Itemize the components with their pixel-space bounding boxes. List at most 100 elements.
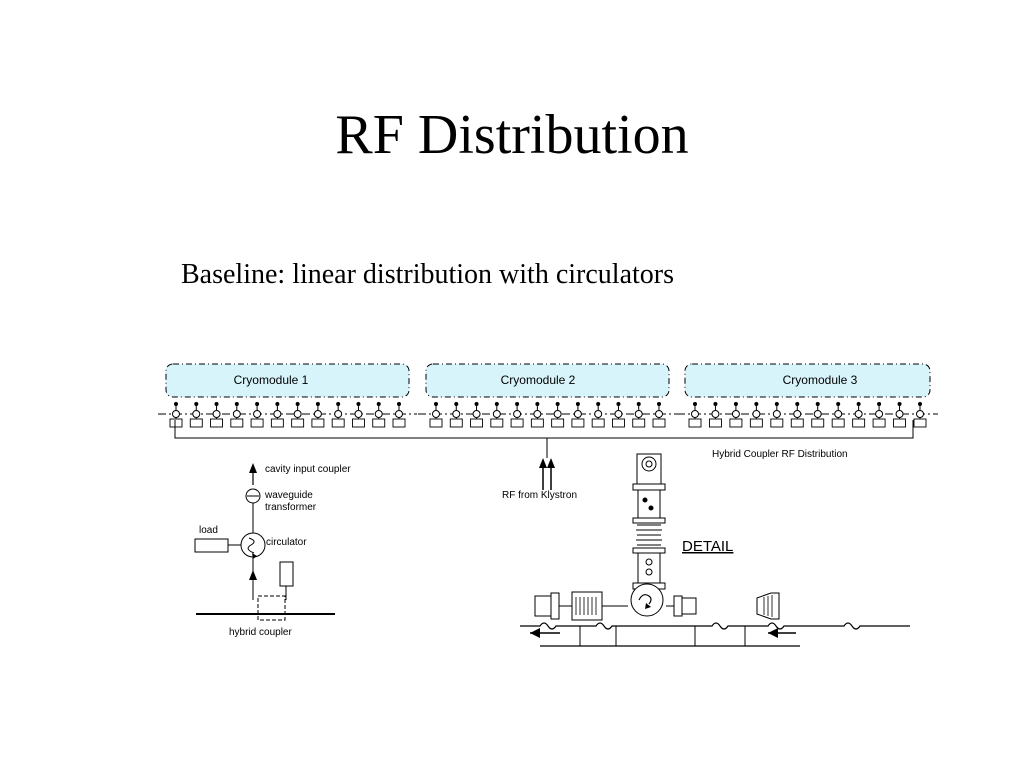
load-icon — [194, 538, 229, 553]
cavity-coupler-dot — [616, 402, 621, 406]
cavity-coupler-dot — [315, 402, 320, 406]
cavity-coupler-dot — [434, 402, 438, 406]
circulator-node — [334, 410, 343, 418]
circulator-node — [813, 410, 822, 418]
hybrid-load — [852, 418, 866, 428]
circulator-node — [313, 410, 322, 418]
cavity-coupler-dot — [194, 402, 199, 406]
cavity-coupler-dot — [856, 402, 861, 406]
circulator-node — [273, 410, 282, 418]
circulator-node — [711, 410, 720, 418]
klystron-label: RF from Klystron — [502, 490, 577, 501]
circulator-node — [293, 410, 302, 418]
hybrid-coupler-icon — [257, 595, 286, 621]
hybrid-load — [652, 418, 666, 428]
circulator-node — [374, 410, 383, 418]
circulator-node — [854, 410, 863, 418]
hybrid-load — [429, 418, 443, 428]
hybrid-load — [872, 418, 886, 428]
cavity-coupler-dot — [754, 402, 759, 406]
circulator-node — [772, 410, 781, 418]
hybrid-load — [709, 418, 722, 428]
circulator-node — [614, 410, 623, 418]
hybrid-load — [169, 418, 183, 428]
cryomodule-2-label: Cryomodule 2 — [501, 373, 576, 387]
cavity-coupler-dot — [693, 402, 697, 406]
hybrid-load — [688, 418, 702, 428]
hybrid-load — [311, 418, 325, 428]
hybrid-load — [729, 418, 743, 428]
circulator-node — [533, 410, 542, 418]
circulator-node — [573, 410, 582, 418]
hybrid-load — [230, 418, 244, 428]
cavity-coupler-dot — [214, 402, 219, 406]
hybrid-load — [250, 418, 264, 428]
cavity-coupler-dot — [234, 402, 239, 406]
cavity-coupler-dot — [877, 402, 882, 406]
slide-title: RF Distribution — [335, 104, 689, 166]
circulator-node — [731, 410, 740, 418]
hybrid-load — [790, 418, 804, 428]
cryomodule-1-label: Cryomodule 1 — [234, 373, 309, 387]
circulator-node — [232, 410, 241, 418]
circulator-node — [895, 410, 904, 418]
circulator-node — [492, 410, 501, 418]
hybrid-load — [831, 418, 845, 428]
cavity-input-coupler-label: cavity input coupler — [265, 464, 351, 475]
detail-label: DETAIL — [682, 538, 733, 555]
klystron-feed-arrows — [539, 438, 555, 490]
hybrid-load — [270, 418, 284, 428]
hybrid-load — [811, 418, 825, 428]
circulator-node — [212, 410, 221, 418]
hybrid-load — [189, 418, 203, 428]
cavity-coupler-dot — [795, 402, 800, 406]
transformer-label: transformer — [265, 502, 317, 513]
circulator-node — [916, 410, 924, 418]
hybrid-load — [530, 418, 544, 428]
cryomodule-3-label: Cryomodule 3 — [783, 373, 858, 387]
circulator-node — [172, 410, 180, 418]
hybrid-load — [331, 418, 345, 428]
cavity-coupler-dot — [356, 402, 361, 406]
hybrid-load — [470, 418, 483, 428]
hybrid-load — [291, 418, 305, 428]
hybrid-load — [449, 418, 463, 428]
cavity-coupler-dot — [575, 402, 580, 406]
cavity-coupler-dot — [376, 402, 381, 406]
circulator-node — [594, 410, 603, 418]
cryomodule-1: Cryomodule 1 — [165, 363, 410, 398]
cavity-coupler-dot — [494, 402, 499, 406]
cavity-coupler-dot — [397, 402, 401, 406]
hybrid-load — [392, 418, 406, 428]
circulator-node — [354, 410, 363, 418]
hybrid-load — [210, 418, 223, 428]
hybrid-load — [632, 418, 646, 428]
cavity-coupler-dot — [454, 402, 459, 406]
cavity-coupler-dot — [636, 402, 641, 406]
slide-subtitle: Baseline: linear distribution with circu… — [181, 259, 674, 290]
cavity-coupler-dot — [275, 402, 280, 406]
hybrid-load — [372, 418, 386, 428]
hybrid-load — [913, 418, 927, 428]
hybrid-load — [612, 418, 625, 428]
circulator-node — [655, 410, 663, 418]
circulator-node — [752, 410, 761, 418]
hybrid-coupler-label: hybrid coupler — [229, 627, 292, 638]
cavity-coupler-dot — [815, 402, 820, 406]
waveguide-label: waveguide — [264, 490, 313, 501]
hybrid-load — [893, 418, 906, 428]
circulator-node — [472, 410, 481, 418]
cavity-coupler-dot — [918, 402, 922, 406]
circulator-node — [432, 410, 440, 418]
circulator-node — [834, 410, 843, 418]
hybrid-load — [591, 418, 605, 428]
coupler-chain — [158, 402, 938, 428]
cryomodule-2: Cryomodule 2 — [425, 363, 670, 398]
single-cavity-schematic — [194, 463, 335, 621]
cavity-coupler-dot — [336, 402, 341, 406]
hybrid-load-icon — [279, 561, 294, 587]
cavity-coupler-dot — [295, 402, 300, 406]
circulator-node — [513, 410, 522, 418]
circulator-node — [192, 410, 201, 418]
